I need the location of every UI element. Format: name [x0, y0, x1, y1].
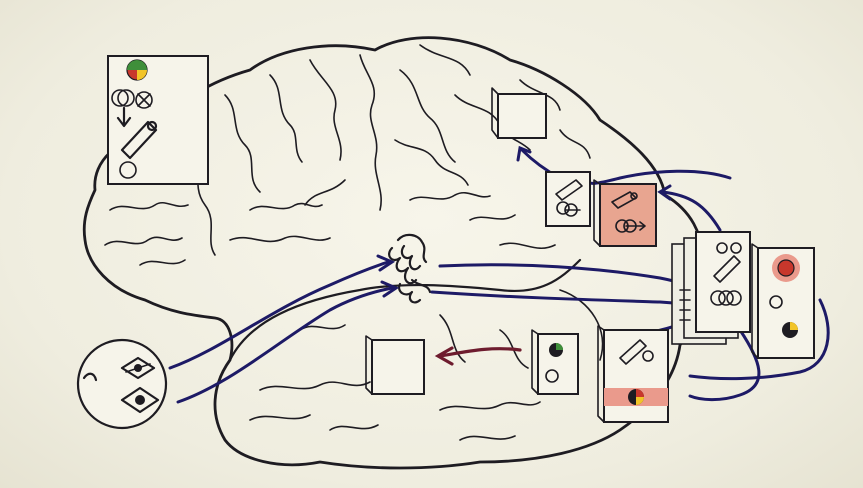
lower-small-box	[532, 330, 578, 394]
colored-disc-icon	[127, 60, 147, 80]
red-dot	[778, 260, 794, 276]
eye-ball	[78, 340, 166, 428]
eye	[78, 340, 166, 428]
stimulus-legend-box	[108, 56, 208, 184]
colored-disc-icon	[782, 322, 798, 338]
arrow-thalamus-to-v1-upper	[440, 265, 700, 290]
colored-disc-icon	[549, 343, 563, 357]
stacked-boxes	[672, 232, 750, 344]
right-box	[752, 244, 814, 358]
colored-disc-icon	[628, 389, 644, 405]
lower-big-box	[598, 326, 668, 422]
thalamus-coil-icon	[389, 235, 430, 303]
top-box	[492, 88, 546, 138]
upper-box-pink	[594, 180, 656, 246]
arrow-right-upper-loop	[580, 171, 730, 183]
lower-left-box	[366, 336, 424, 394]
upper-box-white	[546, 172, 590, 226]
